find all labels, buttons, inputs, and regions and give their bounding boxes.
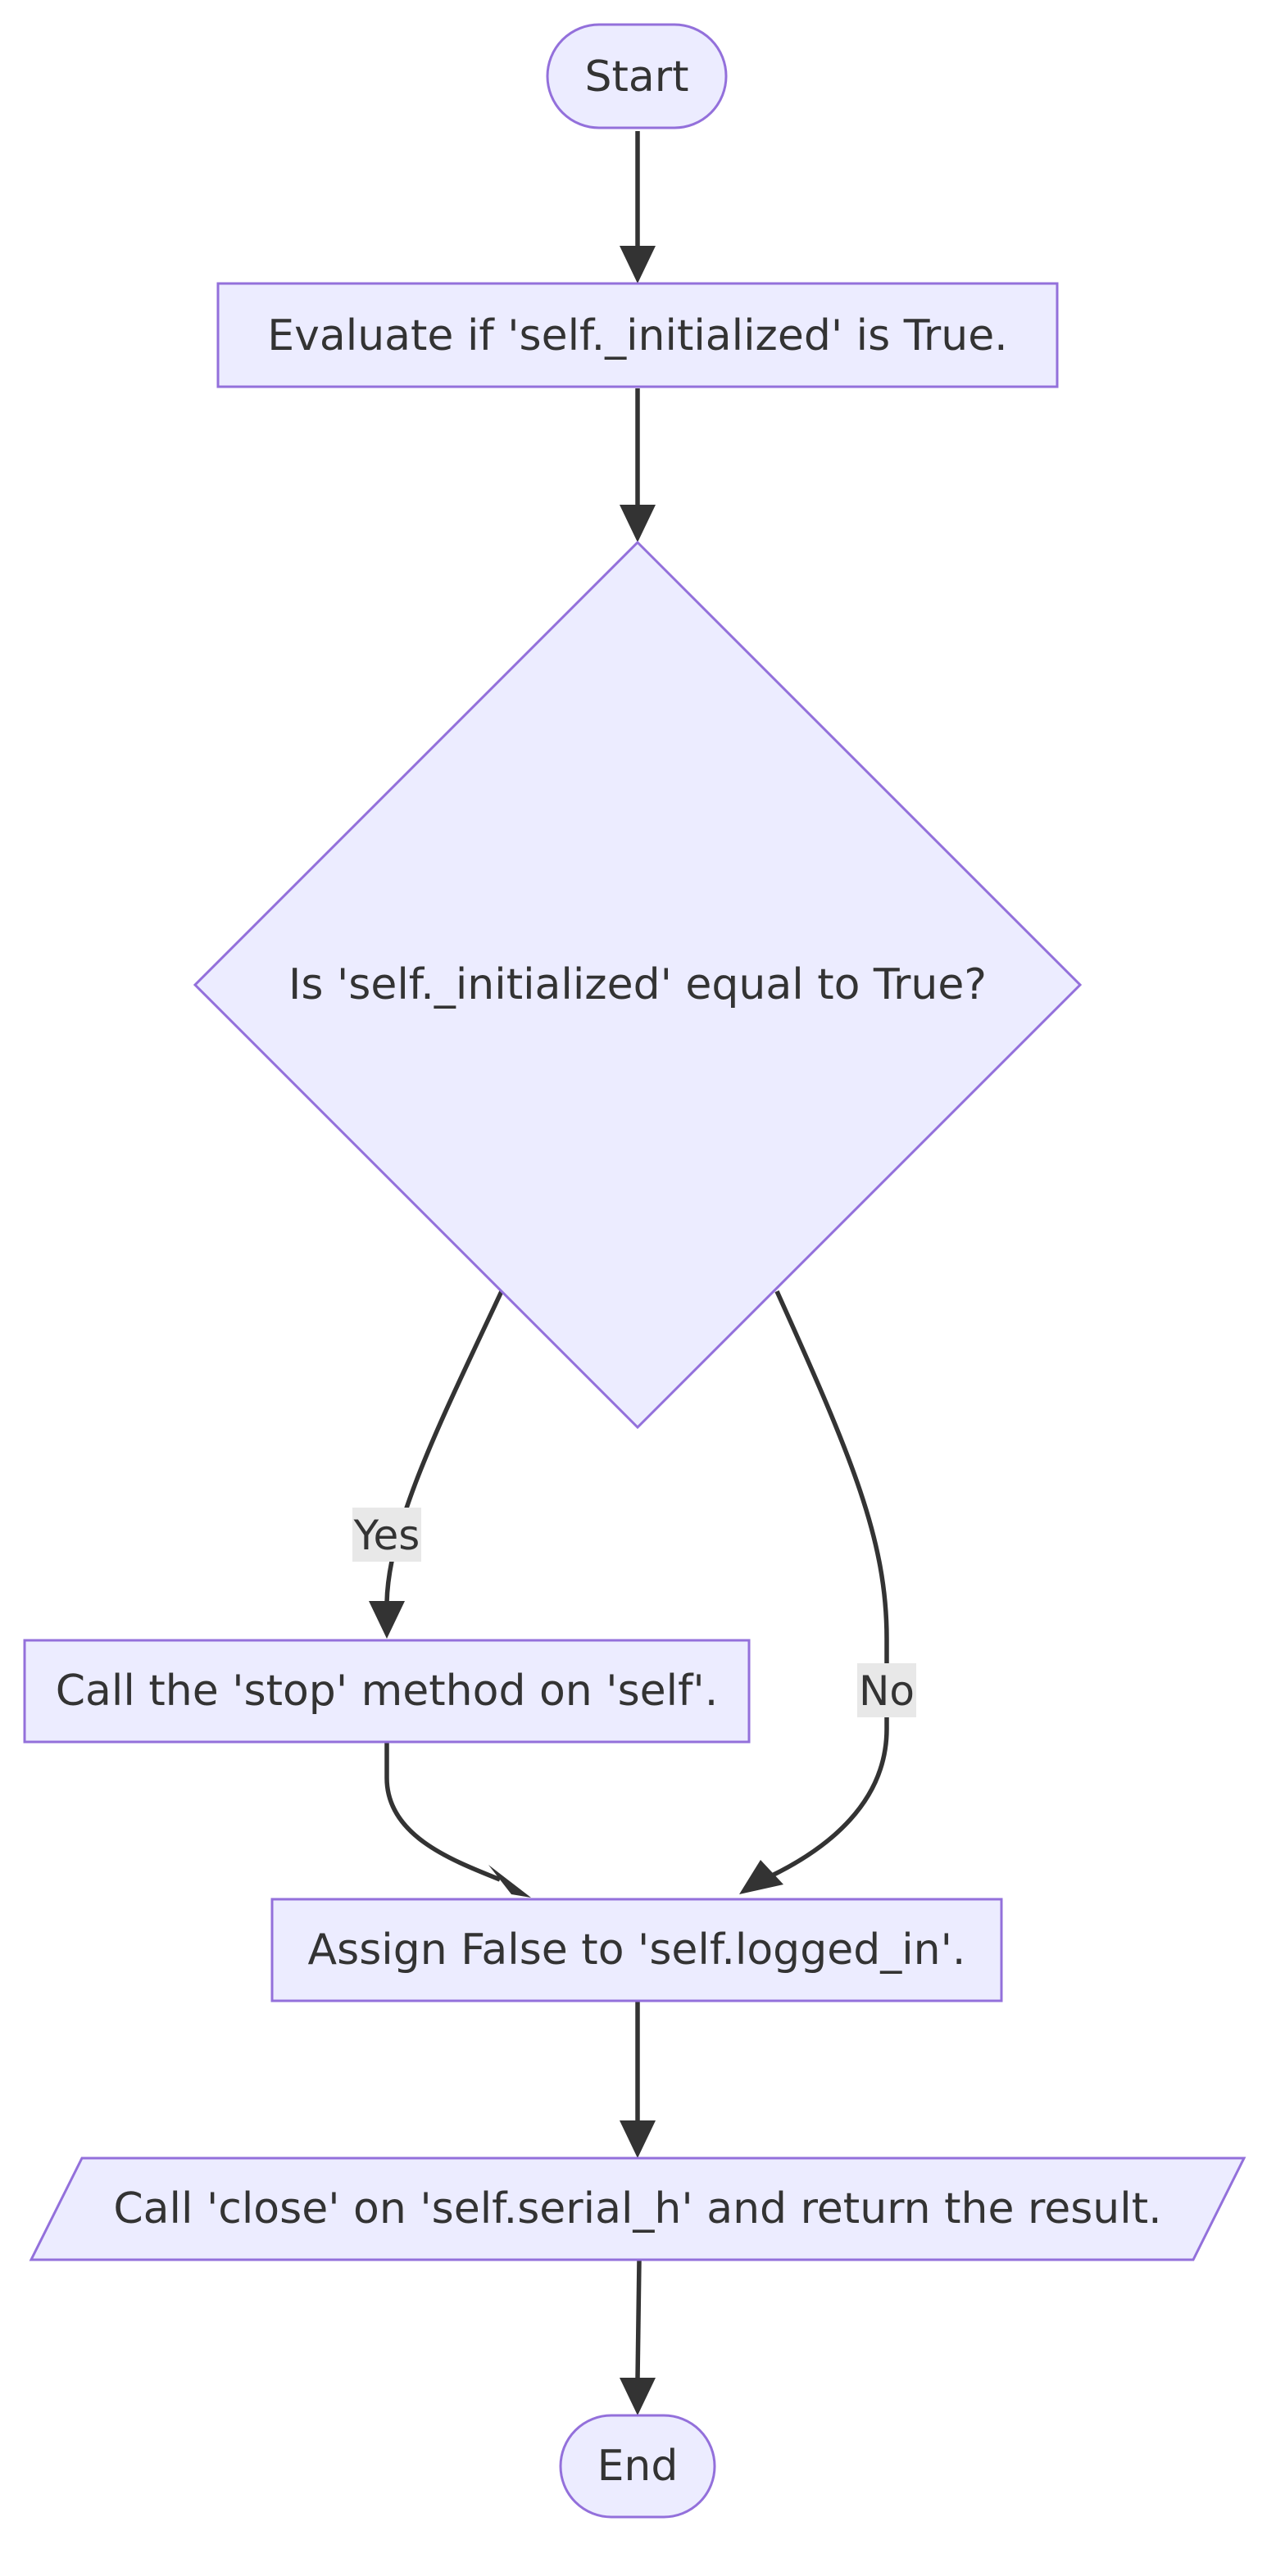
arrowhead-close	[620, 2120, 656, 2158]
edge-close-to-end	[635, 2259, 642, 2380]
edge-label-no-text: No	[859, 1667, 915, 1715]
edges	[369, 131, 889, 2415]
node-decision-label: Is 'self._initialized' equal to True?	[288, 960, 987, 1009]
edge-stop-to-assign	[384, 1742, 502, 1882]
node-end: End	[559, 2414, 716, 2519]
edge-label-no: No	[857, 1663, 916, 1717]
arrowhead-assign-right	[739, 1860, 783, 1894]
arrowhead-end	[620, 2378, 656, 2415]
edge-decision-no	[769, 1290, 889, 1879]
node-stop-shape	[23, 1639, 751, 1744]
node-end-shape	[559, 2414, 716, 2519]
edge-label-yes: Yes	[352, 1508, 421, 1562]
node-assign-shape	[270, 1898, 1003, 2002]
node-evaluate-shape	[216, 282, 1059, 388]
node-start-shape	[546, 23, 728, 129]
edge-decision-yes	[384, 1290, 504, 1603]
arrowhead-evaluate	[620, 246, 656, 283]
arrowhead-assign-left	[488, 1865, 531, 1898]
node-end-label: End	[597, 2442, 679, 2491]
node-close-label: Call 'close' on 'self.serial_h' and retu…	[113, 2184, 1161, 2234]
node-evaluate-label: Evaluate if 'self._initialized' is True.	[267, 311, 1007, 361]
node-close: Call 'close' on 'self.serial_h' and retu…	[29, 2156, 1246, 2261]
edge-label-yes-text: Yes	[353, 1512, 420, 1559]
edge-label-yes-bg	[352, 1508, 421, 1562]
node-assign-label: Assign False to 'self.logged_in'.	[308, 1925, 966, 1975]
node-stop-label: Call the 'stop' method on 'self'.	[56, 1667, 719, 1716]
node-stop: Call the 'stop' method on 'self'.	[23, 1639, 751, 1744]
arrowhead-stop	[369, 1601, 405, 1639]
node-decision: Is 'self._initialized' equal to True?	[193, 540, 1083, 1430]
node-start-label: Start	[584, 52, 688, 102]
node-close-shape	[29, 2156, 1246, 2261]
arrowhead-decision	[620, 505, 656, 542]
edge-label-no-bg	[857, 1663, 916, 1717]
node-assign: Assign False to 'self.logged_in'.	[270, 1898, 1003, 2002]
node-decision-shape	[193, 540, 1083, 1430]
node-start: Start	[546, 23, 728, 129]
node-evaluate: Evaluate if 'self._initialized' is True.	[216, 282, 1059, 388]
